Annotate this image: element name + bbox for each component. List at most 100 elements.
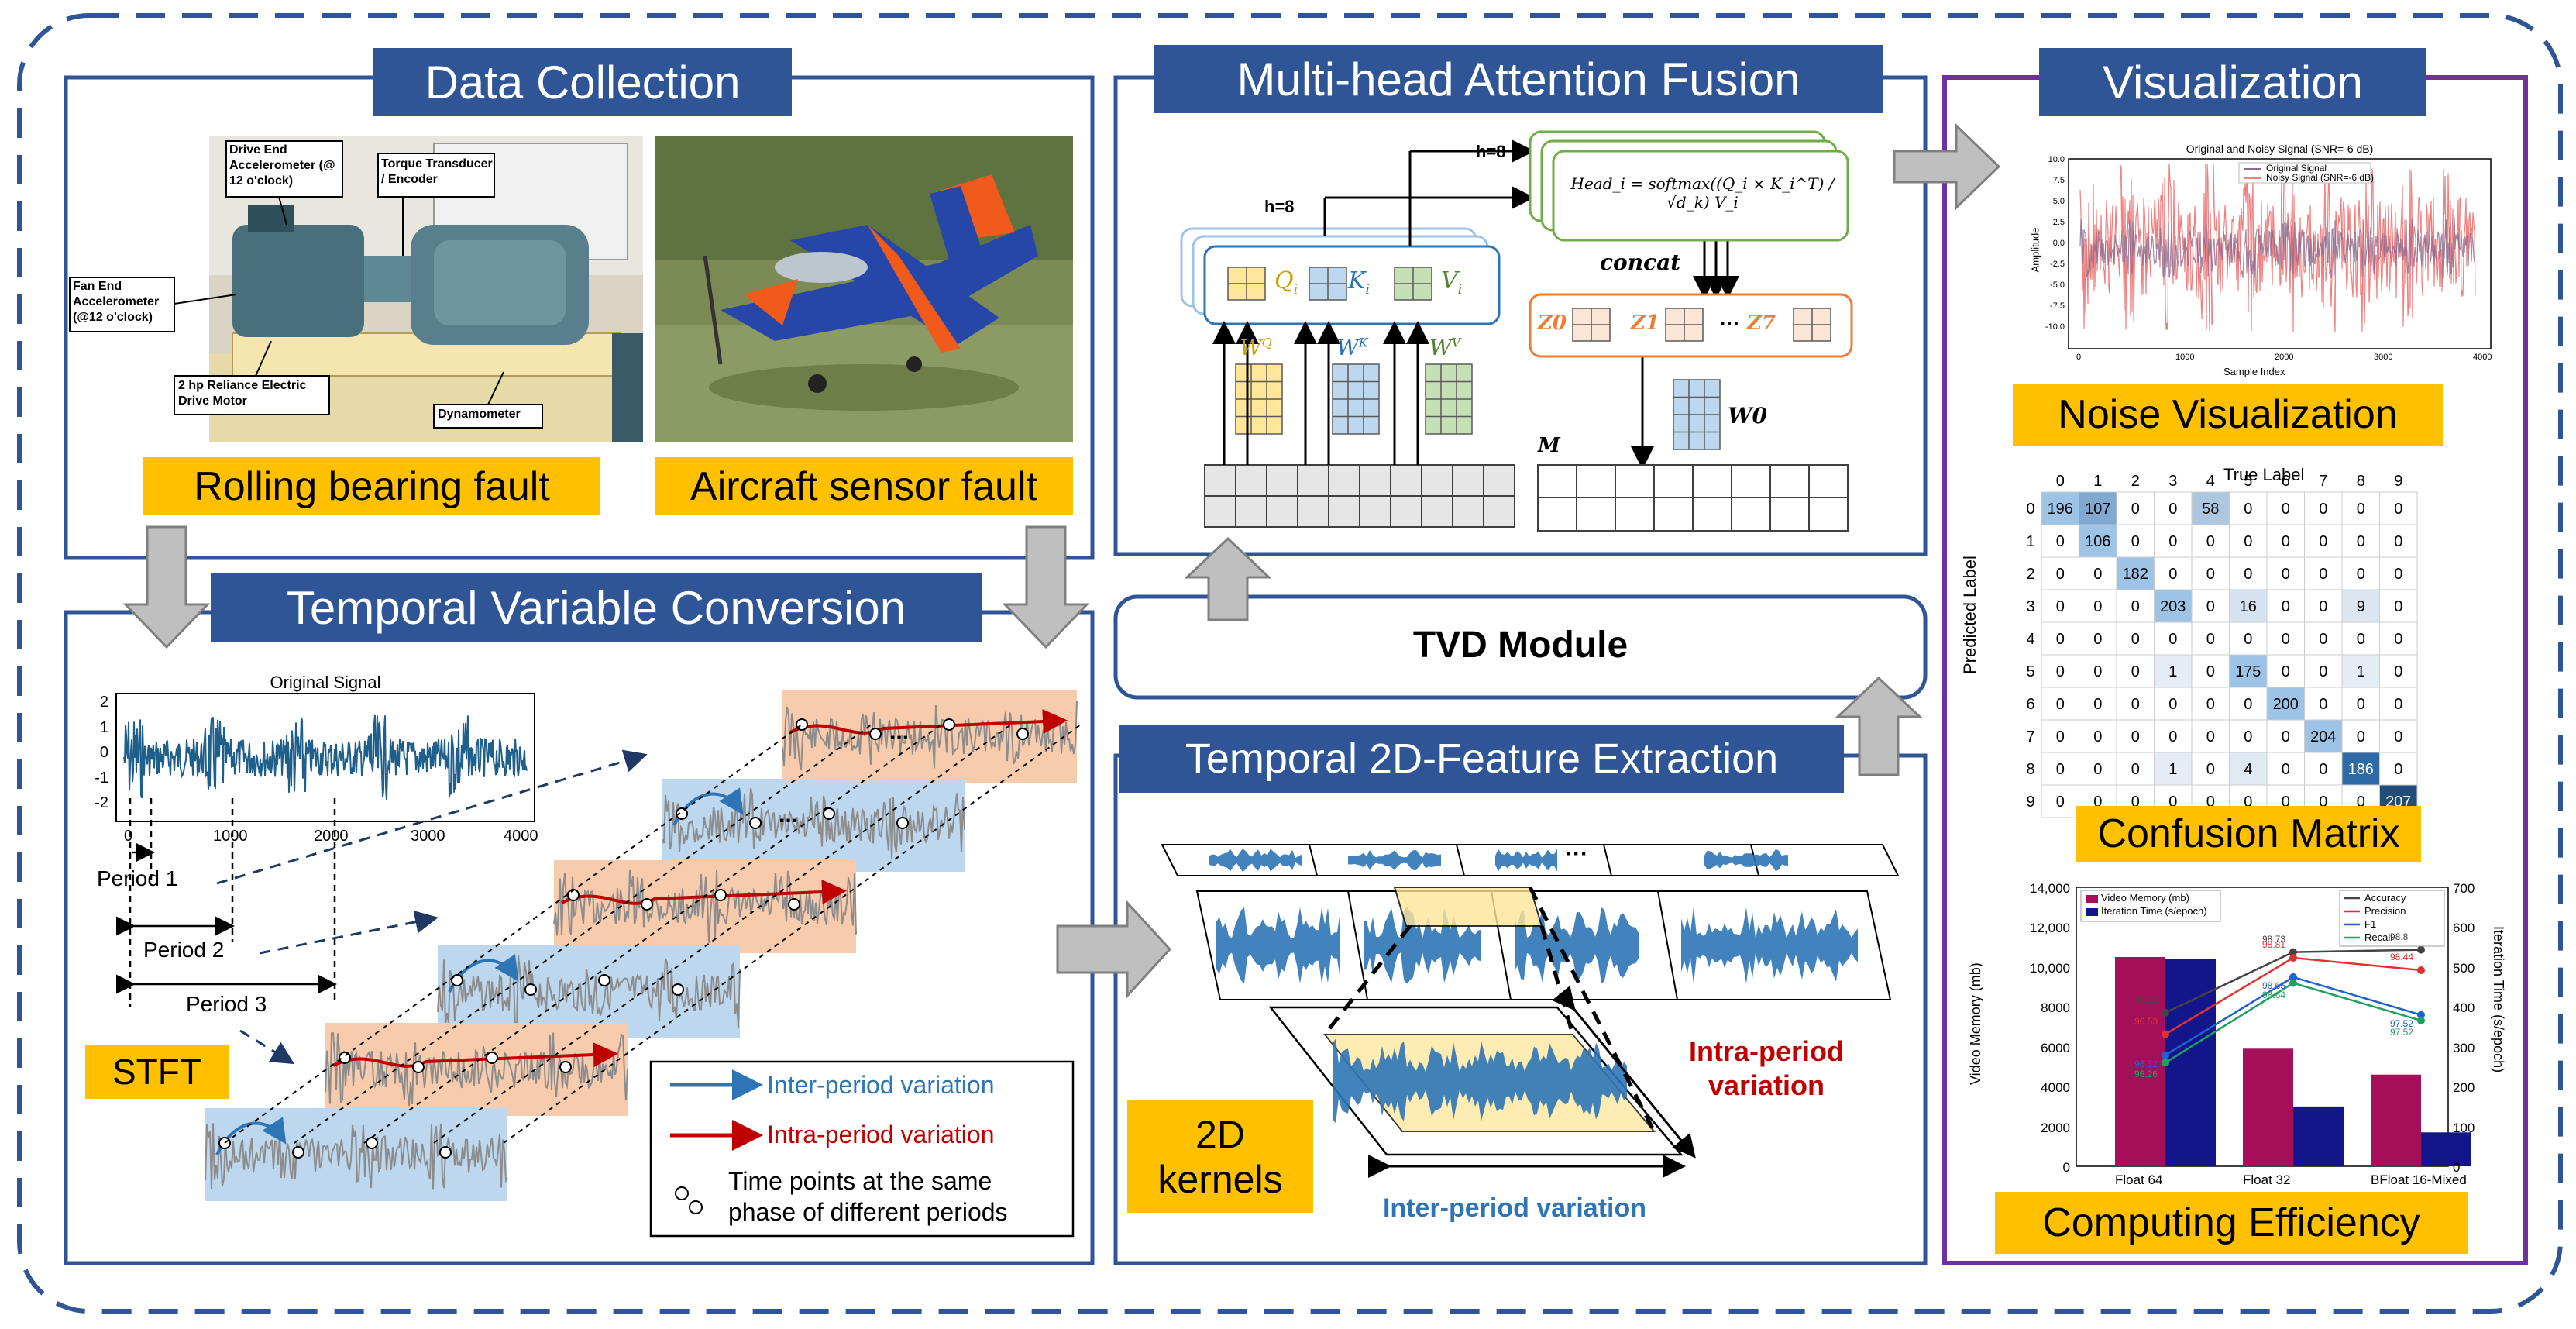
matrix-value: 204 — [2310, 728, 2336, 745]
right-axis-tick: 400 — [2453, 1000, 2475, 1016]
matrix-value: 0 — [2093, 631, 2102, 648]
x-tick: 2000 — [314, 828, 349, 845]
right-axis-label: Iteration Time (s/epoch) — [2491, 926, 2506, 1073]
intra-line-2: variation — [1708, 1069, 1825, 1101]
signal-title: Original Signal — [270, 673, 381, 692]
matrix-cell — [2229, 654, 2268, 688]
matrix-value: 0 — [2093, 663, 2102, 680]
bearing-label: Rolling bearing fault — [143, 457, 600, 515]
col-label: 4 — [2206, 473, 2215, 490]
matrix-value: 4 — [2244, 761, 2252, 778]
noise-y-tick: -7.5 — [2050, 301, 2065, 311]
iteration-bar — [2293, 1106, 2344, 1166]
z-dots: ··· — [1720, 312, 1740, 335]
matrix-value: 200 — [2273, 696, 2299, 713]
noise-y-tick: -10.0 — [2045, 322, 2065, 332]
matrix-value: 0 — [2131, 598, 2140, 615]
legend-metric: Precision — [2364, 905, 2406, 917]
feature-blob — [1209, 849, 1302, 872]
matrix-value: 0 — [2206, 663, 2215, 680]
matrix-value: 107 — [2085, 501, 2110, 518]
row-label: 1 — [2026, 533, 2034, 550]
bearing-callouts — [69, 140, 543, 429]
efficiency-chart — [2076, 887, 2471, 1167]
kernels-line-2: kernels — [1157, 1157, 1283, 1201]
matrix-value: 0 — [2056, 631, 2065, 648]
w0-label: W0 — [1728, 403, 1767, 429]
matrix-cell — [2379, 654, 2418, 688]
left-axis-tick: 6000 — [2041, 1040, 2070, 1055]
z0-label: Z0 — [1538, 312, 1567, 335]
phase-point — [641, 898, 653, 911]
callout-drive-end: Drive End Accelerometer (@ 12 o'clock) — [229, 143, 335, 188]
matrix-value: 16 — [2240, 598, 2257, 615]
metric-value: 98.44 — [2390, 951, 2414, 962]
original-signal-chart — [115, 693, 535, 822]
period-2-label: Period 2 — [143, 938, 225, 962]
matrix-cell — [2079, 719, 2117, 753]
matrix-cell — [2191, 621, 2230, 656]
matrix-cell — [2266, 621, 2305, 656]
matrix-value: 0 — [2131, 533, 2140, 550]
matrix-cell — [2154, 556, 2193, 590]
legend-points-2: phase of different periods — [728, 1198, 1008, 1226]
z7-label: Z7 — [1747, 312, 1776, 335]
matrix-value: 0 — [2319, 631, 2327, 648]
y-tick: 2 — [99, 694, 108, 711]
matrix-value: 0 — [2056, 663, 2065, 680]
metric-point — [2162, 1030, 2169, 1038]
row-label: 4 — [2026, 631, 2034, 648]
matrix-cell — [2116, 589, 2155, 623]
plane-divider — [1603, 844, 1612, 876]
matrix-value: 0 — [2206, 761, 2215, 778]
wq-label: WQ — [1240, 335, 1272, 360]
noise-legend-orig: Original Signal — [2266, 163, 2327, 174]
x-tick: 4000 — [504, 828, 538, 845]
left-axis-tick: 2000 — [2041, 1120, 2070, 1135]
matrix-value: 0 — [2357, 728, 2365, 745]
aircraft-label: Aircraft sensor fault — [655, 457, 1073, 515]
matrix-value: 0 — [2168, 696, 2177, 713]
feature-blob — [1515, 907, 1639, 983]
y-tick: 1 — [99, 718, 108, 736]
phase-link — [433, 724, 1012, 1144]
noise-x-tick: 1000 — [2175, 353, 2195, 362]
matrix-cell — [2229, 491, 2268, 525]
matrix-cell — [2079, 654, 2117, 688]
left-axis-tick: 0 — [2062, 1160, 2070, 1175]
left-axis-tick: 12,000 — [2030, 921, 2070, 936]
phase-link — [363, 724, 942, 1144]
metric-value: 97.52 — [2390, 1026, 2414, 1038]
matrix-cell — [2341, 752, 2380, 786]
metric-value: 98.65 — [2262, 980, 2286, 991]
arrow-right-to-viz — [1893, 122, 2001, 211]
x-tick: 3000 — [411, 828, 445, 845]
matrix-value: 0 — [2394, 598, 2402, 615]
matrix-value: 0 — [2056, 533, 2065, 550]
matrix-value: 0 — [2394, 761, 2402, 778]
period-1-label: Period 1 — [97, 866, 178, 890]
strip-wave — [205, 1123, 508, 1190]
left-axis-tick: 8000 — [2041, 1000, 2070, 1016]
matrix-value: 0 — [2056, 598, 2065, 615]
confusion-ylabel: Predicted Label — [1960, 556, 1979, 674]
matrix-value: 0 — [2244, 696, 2252, 713]
matrix-value: 0 — [2319, 566, 2327, 583]
matrix-value: 0 — [2394, 663, 2402, 680]
intra-period-dim — [1552, 985, 1696, 1159]
matrix-cell — [2154, 654, 2193, 688]
col-label: 6 — [2282, 473, 2290, 490]
row-label: 2 — [2026, 566, 2034, 583]
noise-y-tick: 0.0 — [2052, 239, 2065, 248]
noise-y-tick: -2.5 — [2050, 260, 2065, 269]
matrix-value: 182 — [2123, 566, 2148, 583]
matrix-value: 0 — [2093, 696, 2102, 713]
matrix-cell — [2116, 719, 2155, 753]
feature-blob — [1216, 907, 1340, 984]
right-axis-tick: 200 — [2453, 1080, 2475, 1096]
matrix-value: 0 — [2131, 663, 2140, 680]
matrix-value: 0 — [2282, 794, 2290, 811]
inter-period-label: Inter-period variation — [1382, 1193, 1647, 1223]
row-label: 9 — [2026, 794, 2034, 811]
